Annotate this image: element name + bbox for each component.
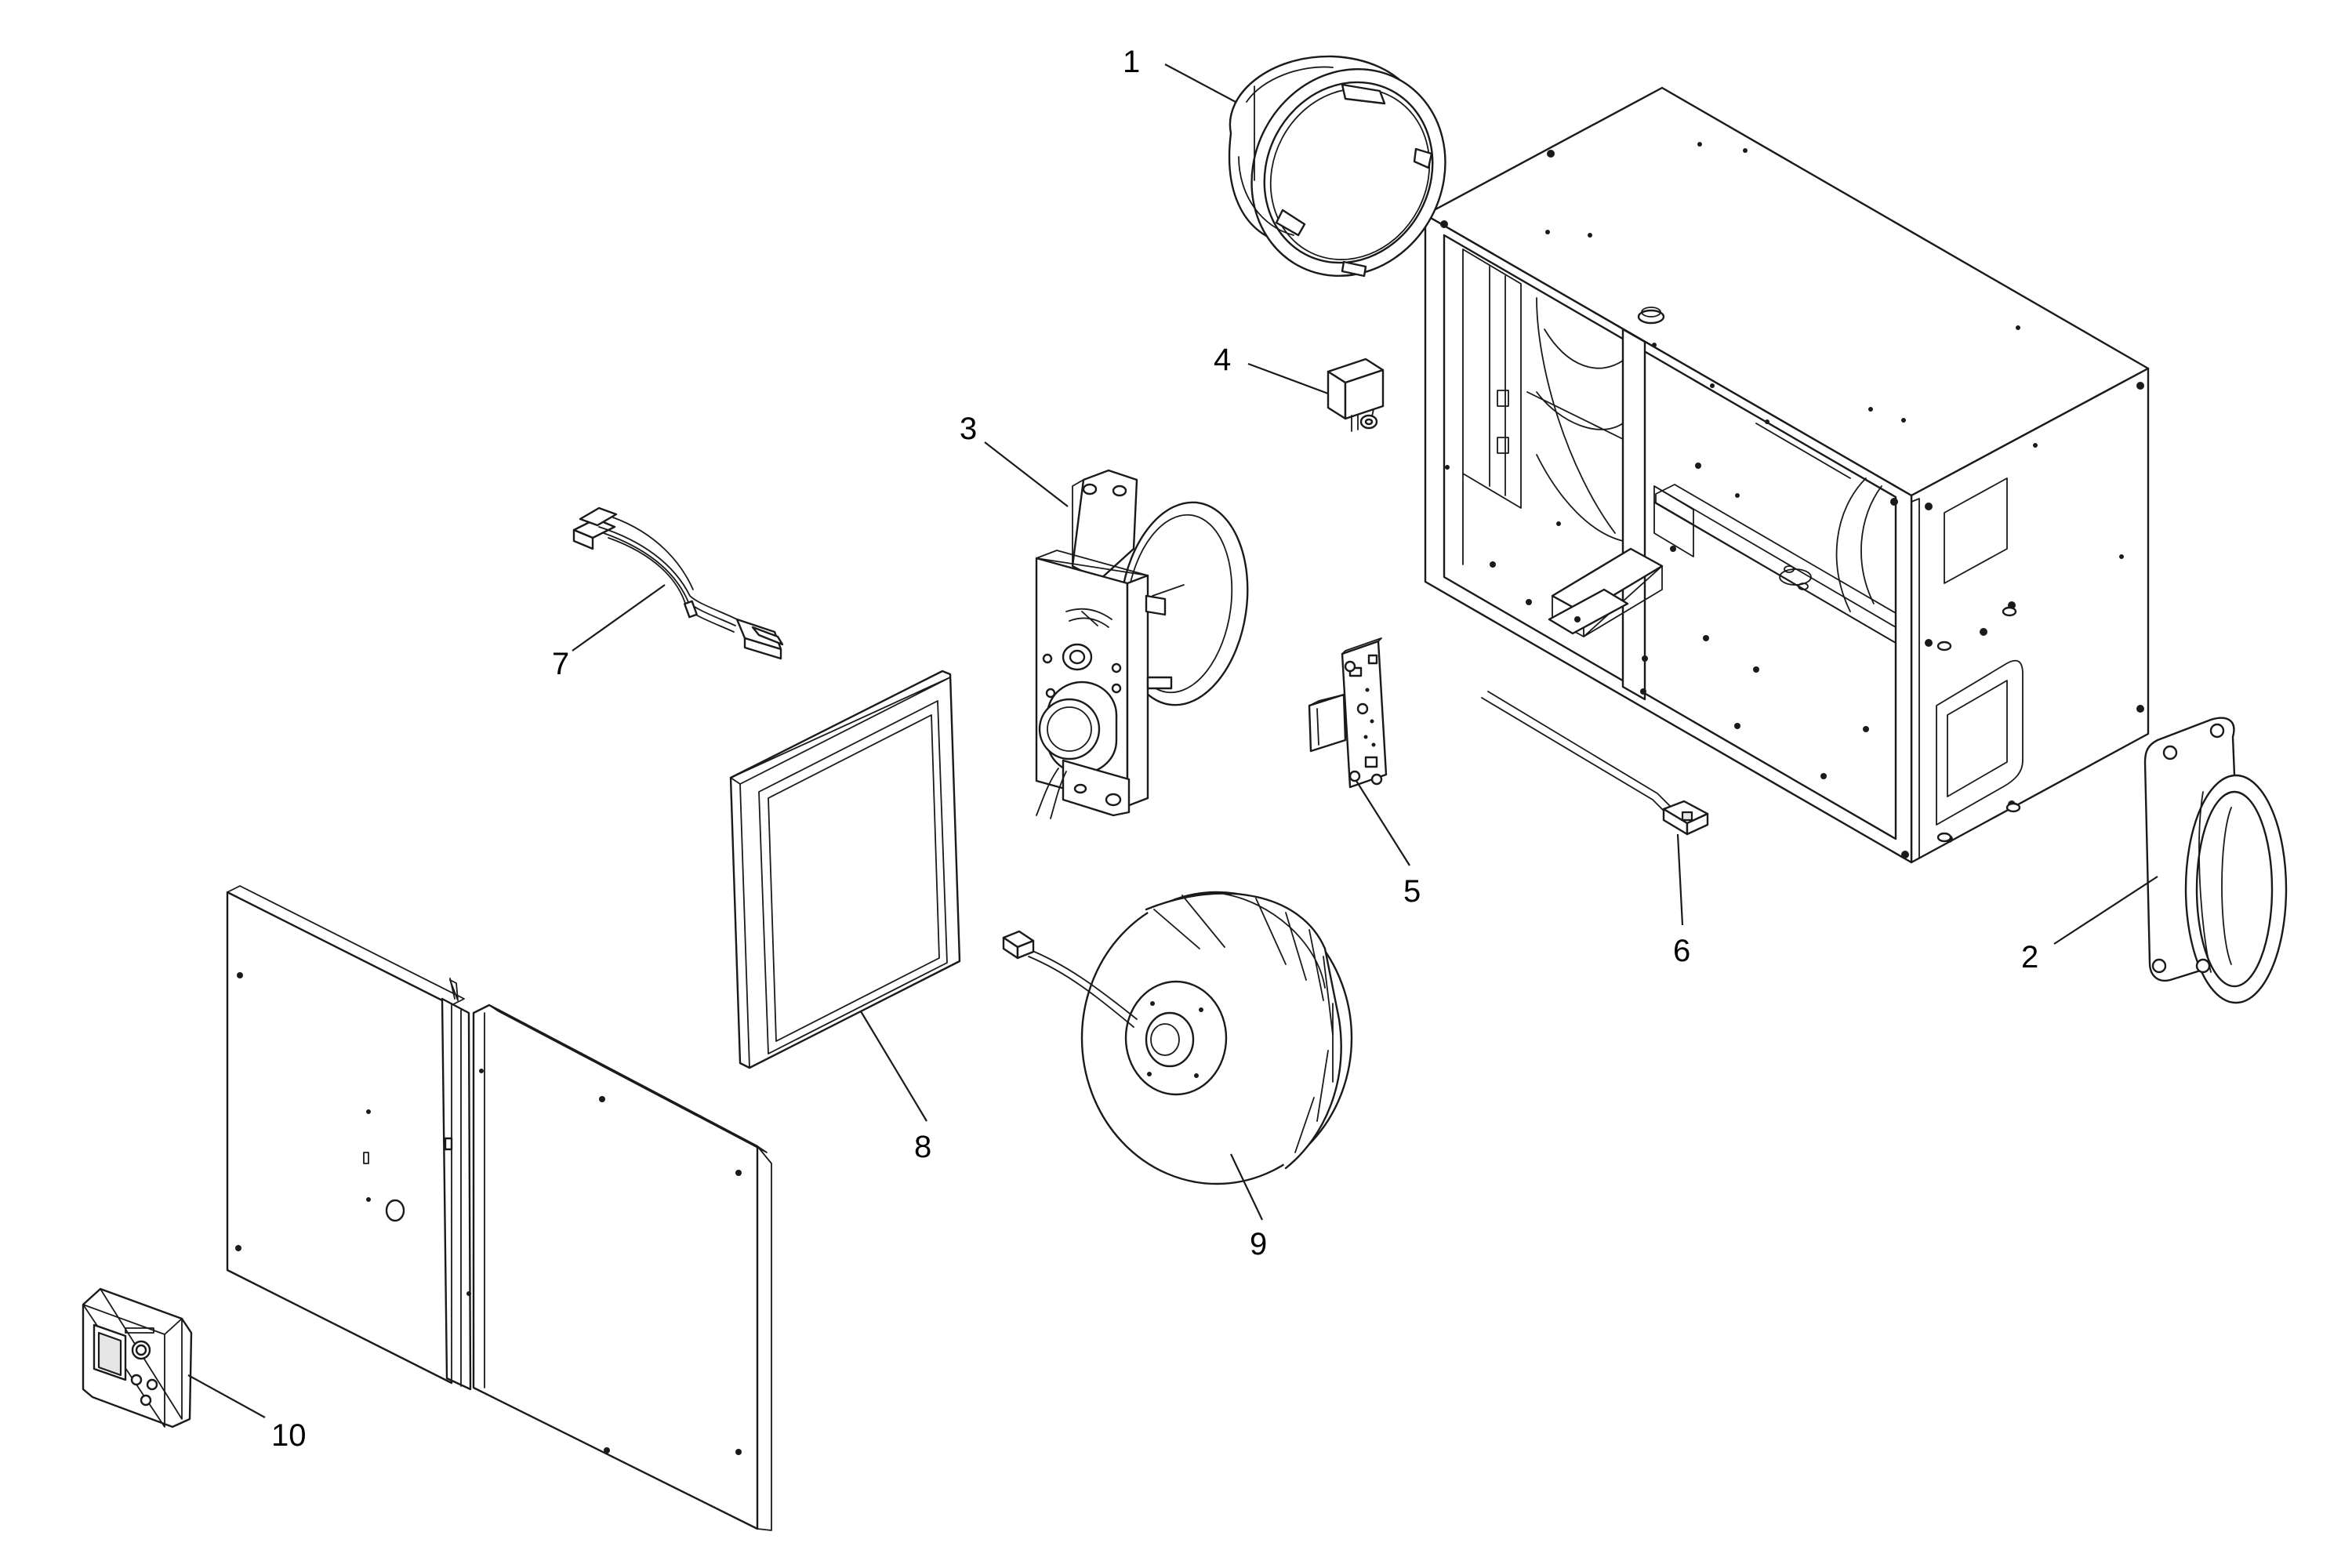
round-duct-collar xyxy=(1228,55,1446,278)
leader-4 xyxy=(1247,362,1329,395)
leader-1 xyxy=(1164,64,1236,103)
callout-5: 5 xyxy=(1403,874,1421,909)
wall-control xyxy=(82,1287,193,1428)
callout-8: 8 xyxy=(914,1130,931,1164)
leader-10 xyxy=(187,1374,266,1418)
damper-motor-assembly xyxy=(1035,469,1249,819)
callout-9: 9 xyxy=(1250,1227,1267,1261)
wire-harness xyxy=(572,506,784,660)
callout-2: 2 xyxy=(2021,940,2038,975)
callout-7: 7 xyxy=(552,647,569,681)
callout-3: 3 xyxy=(960,412,977,446)
relay xyxy=(1327,358,1385,432)
leader-9 xyxy=(1230,1153,1263,1221)
callout-1: 1 xyxy=(1123,45,1140,79)
callout-10: 10 xyxy=(271,1418,307,1453)
leader-2 xyxy=(2053,876,2158,945)
callout-6: 6 xyxy=(1673,934,1690,968)
access-door-panel xyxy=(226,885,772,1531)
oval-duct-collar xyxy=(2143,717,2288,1004)
leader-8 xyxy=(860,1011,927,1122)
filter xyxy=(729,670,961,1069)
leader-3 xyxy=(984,441,1069,507)
callout-labels: 1 2 3 4 5 6 7 8 9 10 xyxy=(271,45,2038,1453)
control-circuit-board xyxy=(1308,637,1388,789)
leader-lines xyxy=(187,64,2158,1418)
blower-wheel xyxy=(1002,891,1353,1185)
callout-4: 4 xyxy=(1214,343,1231,377)
cabinet-screws xyxy=(1440,142,2144,858)
leader-5 xyxy=(1356,780,1410,866)
leader-6 xyxy=(1676,833,1684,926)
sensor-cable xyxy=(1481,691,1709,836)
leader-7 xyxy=(572,584,666,652)
main-housing-cabinet xyxy=(1424,86,2150,864)
